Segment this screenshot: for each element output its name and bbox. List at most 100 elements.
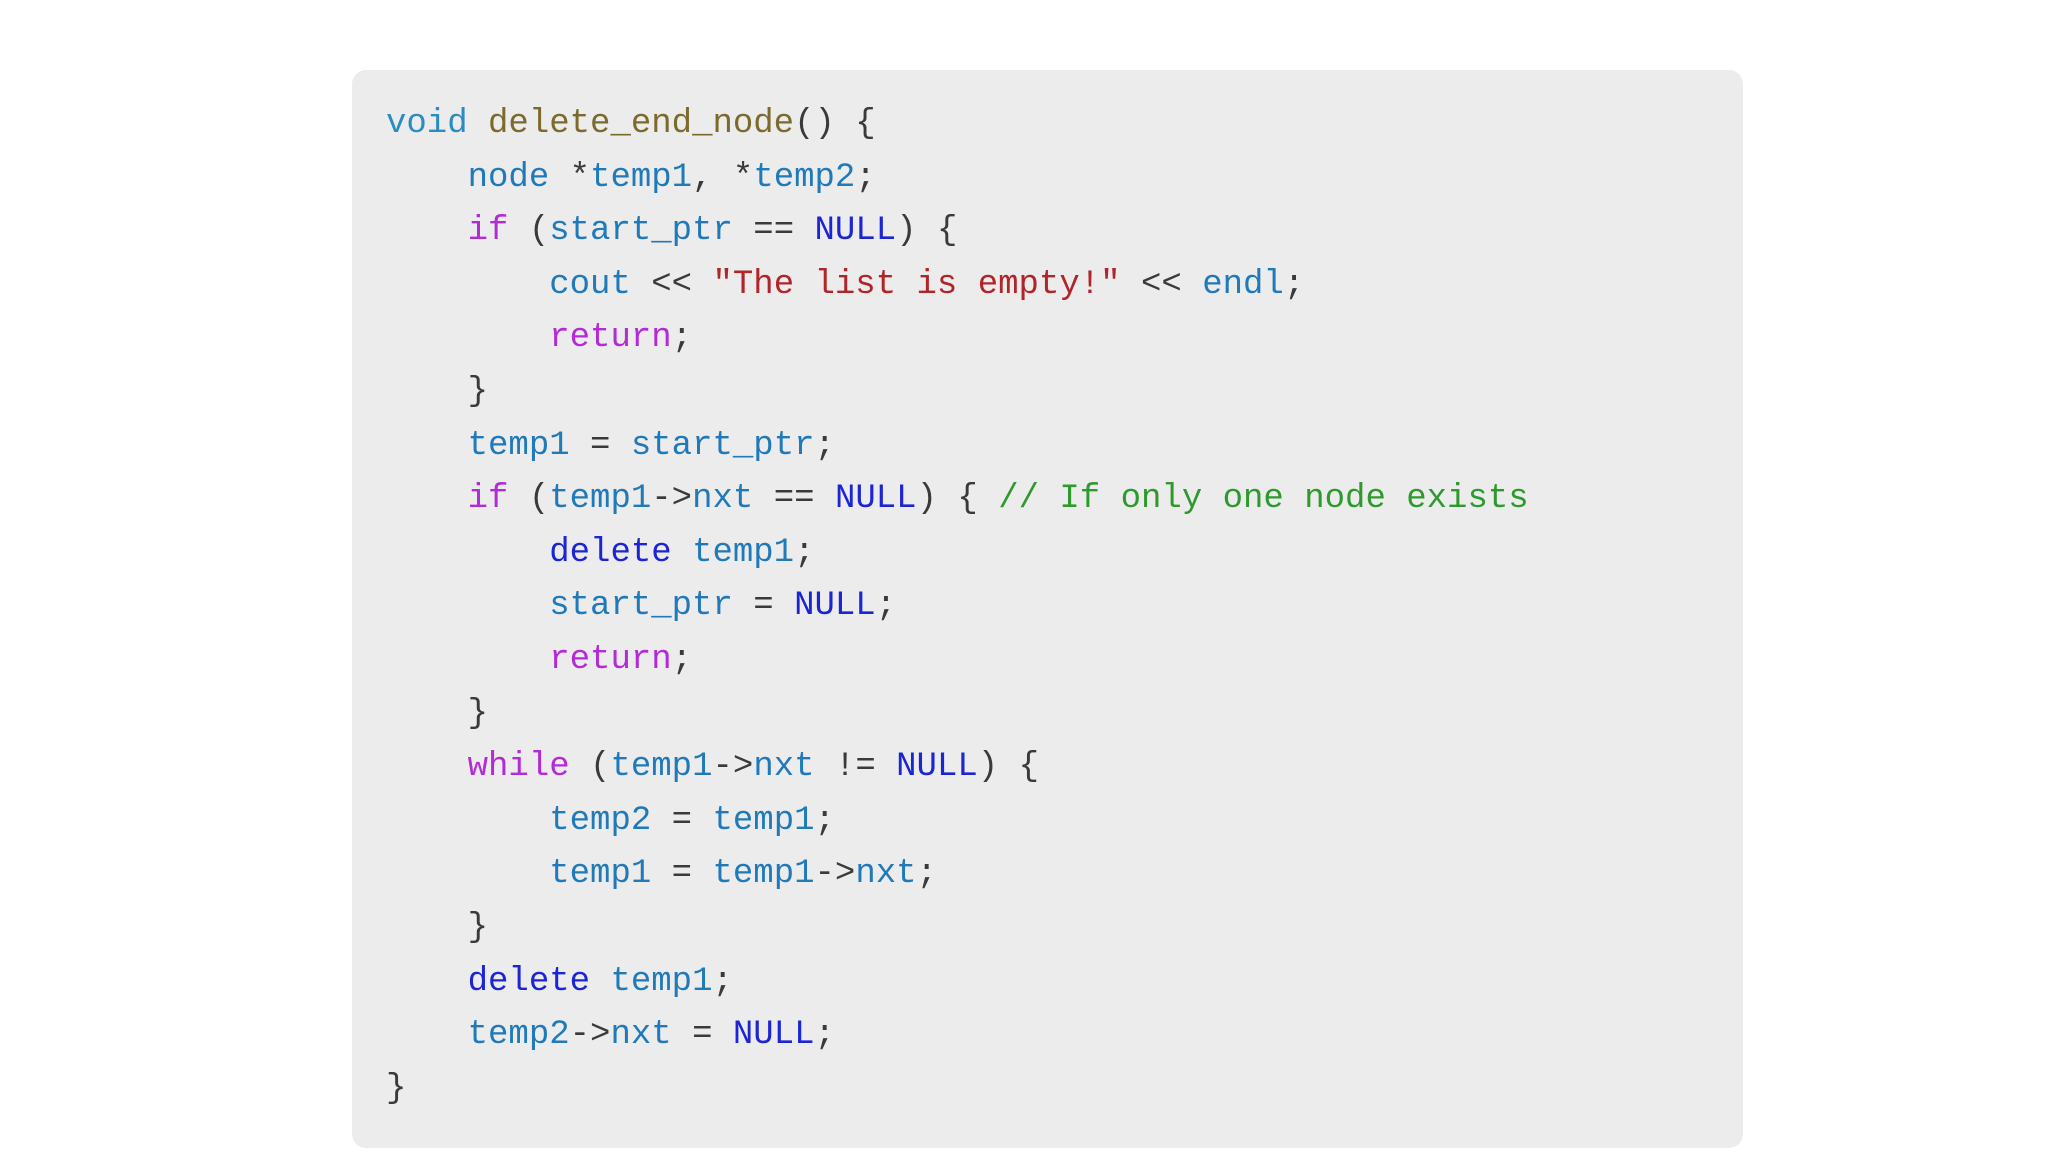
code-line: temp1 = start_ptr; [386,420,1743,474]
code-line: return; [386,312,1743,366]
code-token-type: void [386,105,468,143]
code-line: temp2->nxt = NULL; [386,1009,1743,1063]
code-line: } [386,366,1743,420]
code-token-punct: ) { [916,480,999,519]
code-token-ident: temp2 [753,158,856,197]
code-line: return; [386,634,1743,688]
code-line: node *temp1, *temp2; [386,152,1743,206]
code-line: start_ptr = NULL; [386,580,1743,634]
code-line: void delete_end_node() { [386,98,1743,152]
code-token-ident: start_ptr [549,587,733,626]
code-token-keyword2: delete [549,533,672,572]
code-token-punct [672,534,692,572]
code-token-const: NULL [896,748,978,787]
code-token-punct: ; [814,801,835,840]
code-token-ident: temp1 [610,962,713,1001]
code-token-punct [468,105,488,143]
code-token-ident: nxt [610,1016,672,1055]
code-token-punct: ( [569,748,611,787]
code-token-keyword: return [549,319,672,358]
code-token-punct: ) { [896,212,958,251]
code-token-punct [386,319,549,357]
code-token-punct [386,641,549,679]
code-token-punct: = [671,1016,733,1055]
code-token-ident: cout [549,265,631,304]
code-line: while (temp1->nxt != NULL) { [386,741,1743,795]
code-block: void delete_end_node() { node *temp1, *t… [352,70,1743,1148]
code-token-func: delete_end_node [488,105,795,143]
code-token-ident: nxt [692,480,754,519]
code-token-ident: start_ptr [549,212,733,251]
code-line: } [386,688,1743,742]
code-token-keyword: if [467,212,509,251]
code-token-punct: ; [814,1016,835,1055]
code-token-punct: * [549,158,591,197]
code-token-const: NULL [834,480,917,519]
code-token-punct: } [386,372,489,411]
code-token-punct: } [386,694,489,733]
code-token-ident: temp1 [467,426,570,465]
code-token-const: NULL [814,212,897,251]
code-token-ident: temp1 [712,855,815,894]
code-token-punct [386,748,468,786]
code-token-punct [386,427,468,465]
code-line: temp2 = temp1; [386,795,1743,849]
code-token-punct: = [651,855,713,894]
code-token-punct [386,159,468,197]
code-line: cout << "The list is empty!" << endl; [386,259,1743,313]
code-token-punct: ; [916,855,937,894]
code-token-punct: = [569,426,631,465]
code-token-punct: != [814,748,897,787]
code-token-punct [386,587,549,625]
code-line: delete temp1; [386,956,1743,1010]
code-token-comment: // If only one node exists [998,480,1529,519]
code-token-punct: , * [692,158,754,197]
code-token-ident: temp1 [549,855,652,894]
code-token-punct: << [630,265,713,304]
code-token-ident: temp2 [467,1016,570,1055]
code-token-punct [386,480,468,518]
code-token-punct: () { [794,105,876,143]
code-token-ident: nxt [753,748,815,787]
code-token-punct [386,802,549,840]
code-token-punct [386,855,549,893]
code-token-ident: endl [1202,265,1284,304]
code-token-punct: ; [875,587,897,626]
code-token-punct: == [753,480,835,519]
code-token-punct: ; [671,640,693,679]
code-line: delete temp1; [386,527,1743,581]
code-token-keyword: while [467,748,570,787]
code-token-ident: node [467,158,550,197]
code-token-keyword: return [549,640,672,679]
code-token-punct [386,212,468,250]
code-token-punct: ( [508,480,550,519]
code-token-punct: ; [712,962,733,1001]
code-token-punct: ; [814,426,835,465]
code-token-punct [386,534,549,572]
code-token-punct: -> [569,1016,611,1055]
code-token-punct: = [651,801,713,840]
code-line: if (temp1->nxt == NULL) { // If only one… [386,473,1743,527]
code-token-ident: temp1 [692,533,795,572]
code-token-keyword: if [467,480,509,519]
code-token-ident: nxt [855,855,917,894]
code-token-punct: ; [1283,265,1305,304]
code-token-punct: ( [508,212,550,251]
code-token-ident: temp1 [610,748,713,787]
code-token-keyword2: delete [467,962,591,1001]
code-token-punct: -> [651,480,693,519]
code-token-ident: temp1 [712,801,815,840]
code-line: } [386,1063,1743,1117]
code-token-string: "The list is empty!" [712,265,1121,304]
code-token-const: NULL [732,1016,815,1055]
code-token-punct [590,963,610,1001]
code-token-punct: -> [814,855,856,894]
code-token-punct: -> [712,748,754,787]
code-token-punct [386,1016,468,1054]
code-token-punct: ; [855,158,876,197]
code-token-ident: temp2 [549,801,652,840]
code-token-punct [386,266,549,304]
code-token-punct: } [386,1069,407,1108]
code-token-ident: temp1 [549,480,652,519]
code-token-punct [386,963,468,1001]
